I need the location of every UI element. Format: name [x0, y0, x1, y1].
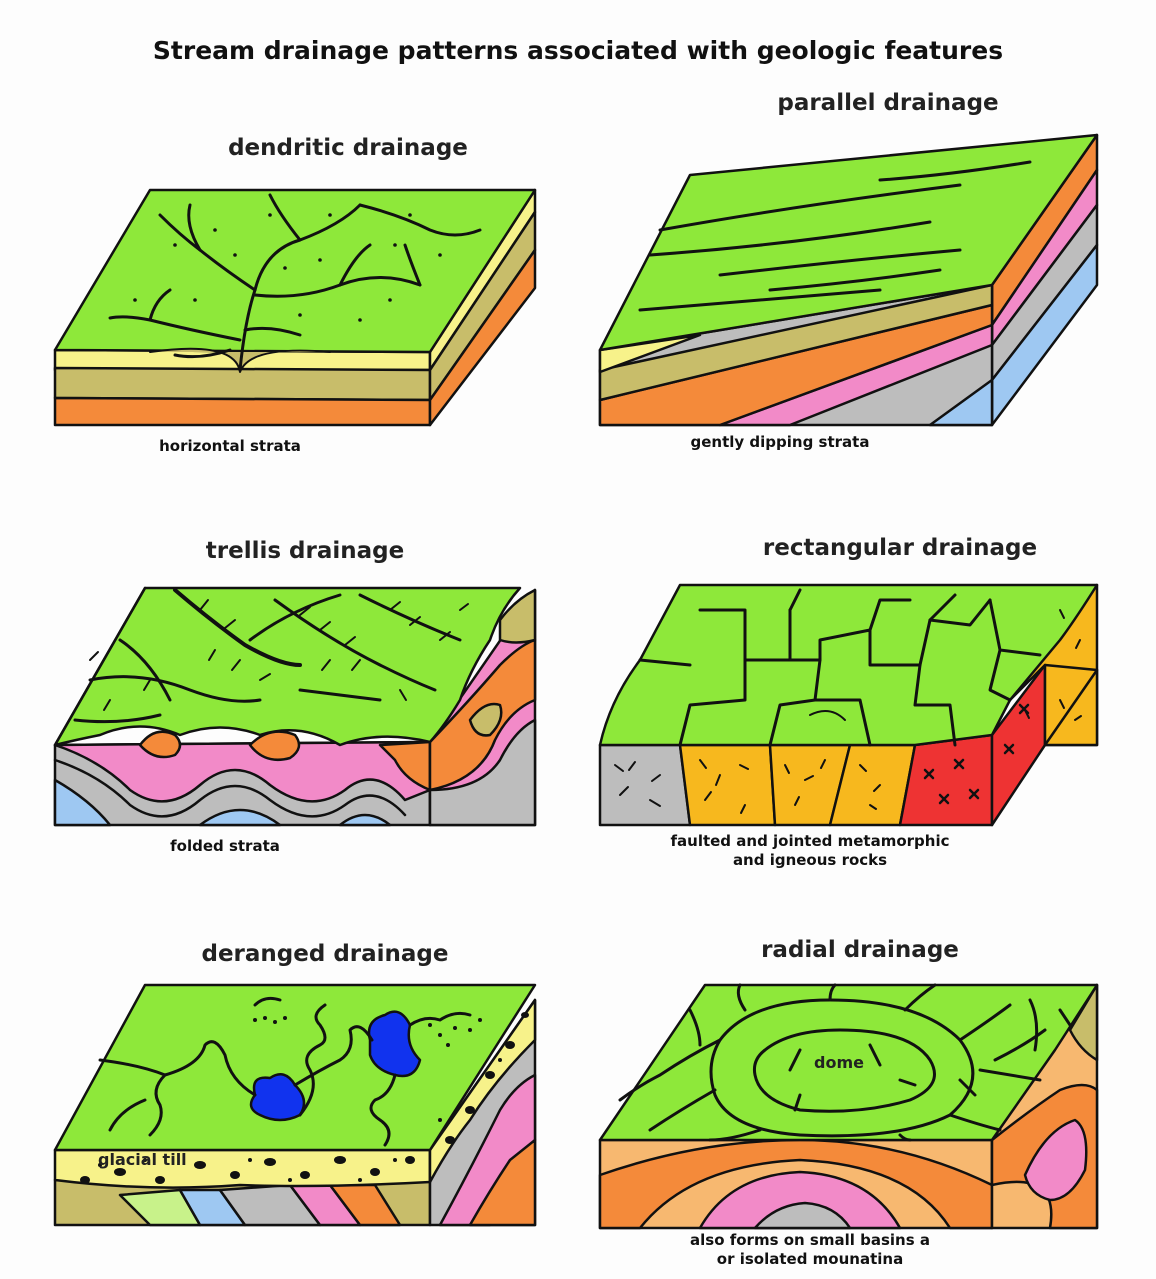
caption-parallel: gently dipping strata [630, 433, 930, 452]
caption-radial-line-1: also forms on small basins a [610, 1231, 1010, 1250]
rect-front-red [900, 735, 992, 825]
caption-rectangular-line-1: faulted and jointed metamorphic [610, 832, 1010, 851]
panel-title-parallel: parallel drainage [658, 90, 1118, 116]
panel-title-deranged: deranged drainage [95, 941, 555, 967]
diagram-title: Stream drainage patterns associated with… [0, 36, 1156, 65]
caption-trellis: folded strata [110, 837, 340, 856]
caption-dendritic: horizontal strata [90, 437, 370, 456]
label-dome: dome [814, 1053, 864, 1072]
parallel-block [600, 135, 1097, 425]
panel-title-rectangular: rectangular drainage [670, 535, 1130, 561]
caption-radial-line-2: or isolated mounatina [610, 1250, 1010, 1269]
rectangular-block [600, 585, 1097, 825]
caption-rectangular-line-2: and igneous rocks [610, 851, 1010, 870]
panel-title-radial: radial drainage [630, 937, 1090, 963]
caption-rectangular: faulted and jointed metamorphic and igne… [610, 832, 1010, 870]
radial-block [600, 985, 1097, 1228]
panel-title-dendritic: dendritic drainage [118, 135, 578, 161]
rect-front-gray [600, 745, 690, 825]
rect-front-amber-1 [680, 745, 775, 825]
panel-title-trellis: trellis drainage [75, 538, 535, 564]
label-glacial-till: glacial till [98, 1150, 187, 1169]
caption-radial: also forms on small basins a or isolated… [610, 1231, 1010, 1269]
trellis-block [55, 588, 535, 825]
dendritic-front-orange [55, 398, 430, 425]
dendritic-front-olive [55, 368, 430, 400]
dendritic-block [55, 190, 535, 425]
